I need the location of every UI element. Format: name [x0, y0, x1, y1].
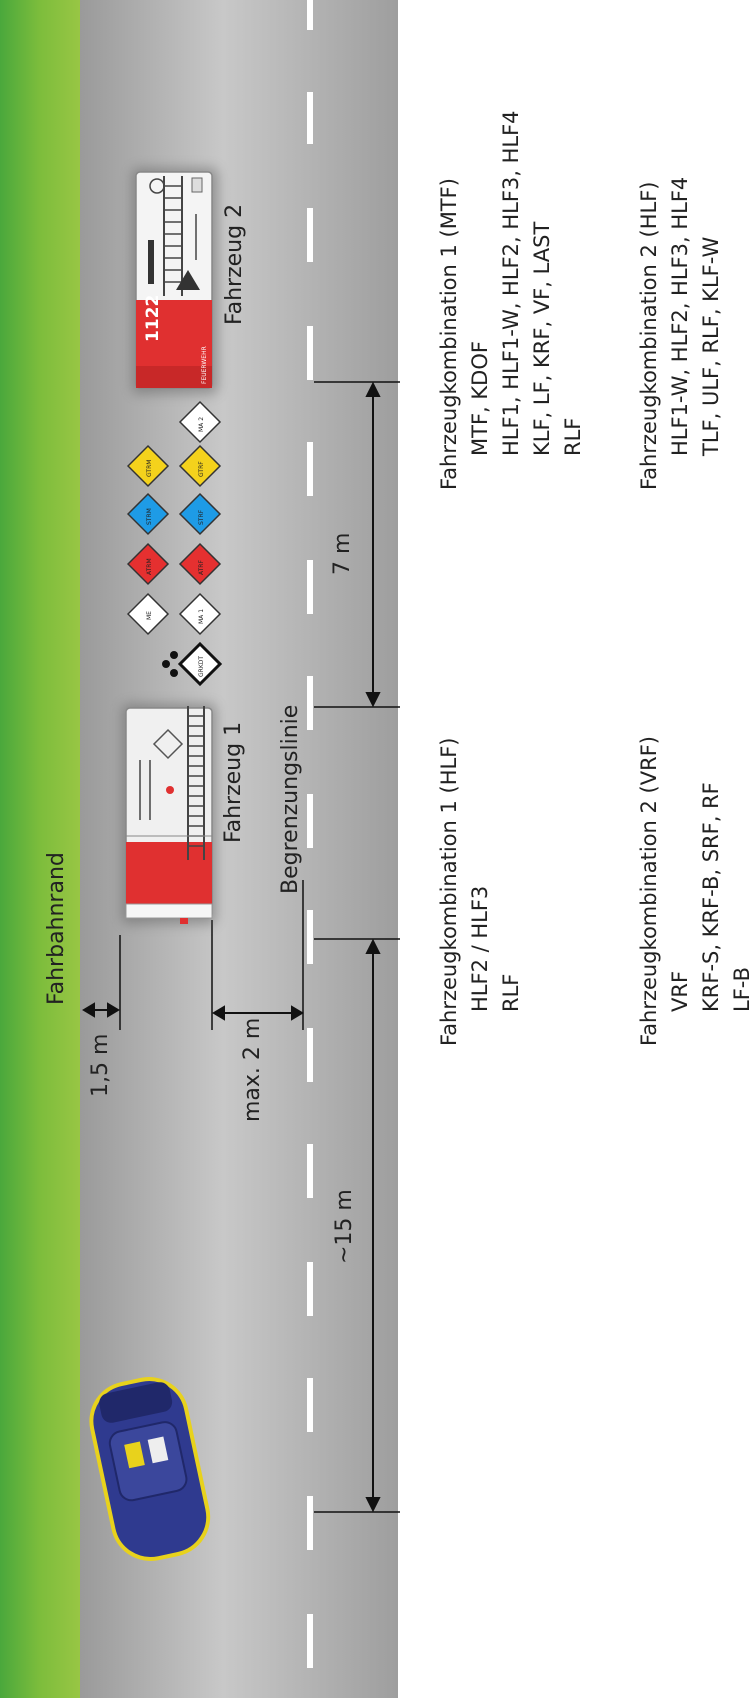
svg-text:GTRF: GTRF	[198, 461, 205, 477]
dim-spacing-label: 7 m	[330, 532, 355, 575]
police-car	[89, 1377, 211, 1561]
legend-combo2-vrf-line: KRF-S, KRF-B, SRF, RF	[699, 782, 723, 1012]
dim-verge-label: 1,5 m	[88, 1033, 113, 1097]
legend-combo1-hlf-title: Fahrzeugkombination 1 (HLF)	[437, 737, 461, 1047]
vehicle-2	[132, 168, 218, 394]
legend-combo2-hlf-title: Fahrzeugkombination 2 (HLF)	[637, 181, 661, 491]
grass-verge	[0, 0, 80, 1698]
vehicle-2-body-text: FEUERWEHR	[201, 346, 208, 384]
legend-combo1-mtf-line: KLF, LF, KRF, VF, LAST	[530, 221, 554, 456]
svg-text:ATRM: ATRM	[146, 558, 153, 575]
dimension-lines	[82, 381, 400, 1513]
marker-gtrf: GTRF	[178, 444, 222, 488]
legend-combo2-vrf-line: VRF	[668, 970, 692, 1012]
marker-atrm: ATRM	[126, 542, 170, 586]
marker-strm: STRM	[126, 492, 170, 536]
boundary-line-label: Begrenzungslinie	[278, 704, 303, 894]
legend-combo2-hlf: Fahrzeugkombination 2 (HLF) HLF1-W, HLF2…	[634, 177, 727, 490]
svg-text:STRF: STRF	[198, 509, 205, 525]
vehicle-1	[122, 704, 216, 924]
dim-safety-label: ~15 m	[332, 1189, 357, 1264]
vehicle-2-number: 1122	[143, 295, 163, 342]
legend-combo2-vrf-line: LF-B	[730, 966, 751, 1012]
legend-combo1-mtf-line: MTF, KDOF	[468, 341, 492, 456]
dim-boundary-label: max. 2 m	[240, 1017, 265, 1122]
marker-ma1: MA 1	[178, 592, 222, 636]
legend-combo1-mtf: Fahrzeugkombination 1 (MTF) MTF, KDOF HL…	[434, 110, 589, 490]
svg-text:MA 2: MA 2	[198, 417, 205, 432]
marker-strf: STRF	[178, 492, 222, 536]
lane-markings	[307, 0, 313, 1668]
marker-ma2: MA 2	[178, 400, 222, 444]
legend-combo1-hlf-line: HLF2 / HLF3	[468, 885, 492, 1012]
legend-combo1-mtf-line: HLF1, HLF1-W, HLF2, HLF3, HLF4	[499, 110, 523, 456]
legend-combo1-hlf-line: RLF	[499, 973, 523, 1012]
verge-label: Fahrbahnrand	[44, 852, 69, 1005]
legend-combo1-mtf-title: Fahrzeugkombination 1 (MTF)	[437, 178, 461, 490]
svg-text:MA 1: MA 1	[198, 609, 205, 624]
svg-text:ATRF: ATRF	[198, 560, 205, 575]
legend-combo2-hlf-line: HLF1-W, HLF2, HLF3, HLF4	[668, 176, 692, 456]
marker-me: ME	[126, 592, 170, 636]
vehicle-2-label: Fahrzeug 2	[222, 203, 247, 325]
svg-text:STRM: STRM	[146, 508, 153, 525]
svg-text:ME: ME	[146, 611, 153, 620]
legend-combo2-vrf-title: Fahrzeugkombination 2 (VRF)	[637, 736, 661, 1046]
legend-combo2-vrf: Fahrzeugkombination 2 (VRF) VRF KRF-S, K…	[634, 736, 751, 1046]
vehicle-1-label: Fahrzeug 1	[221, 721, 246, 843]
svg-text:GTRM: GTRM	[146, 460, 153, 477]
marker-grkdt: GRKDT	[162, 641, 223, 687]
legend-combo1-mtf-line: RLF	[561, 417, 585, 456]
svg-text:GRKDT: GRKDT	[198, 656, 205, 677]
legend-combo1-hlf: Fahrzeugkombination 1 (HLF) HLF2 / HLF3 …	[434, 738, 527, 1047]
marker-gtrm: GTRM	[126, 444, 170, 488]
legend-combo2-hlf-line: TLF, ULF, RLF, KLF-W	[699, 236, 723, 456]
marker-atrf: ATRF	[178, 542, 222, 586]
personnel-markers: ME ATRM STRM GTRM GRKDT MA 1 ATRF	[126, 400, 223, 687]
